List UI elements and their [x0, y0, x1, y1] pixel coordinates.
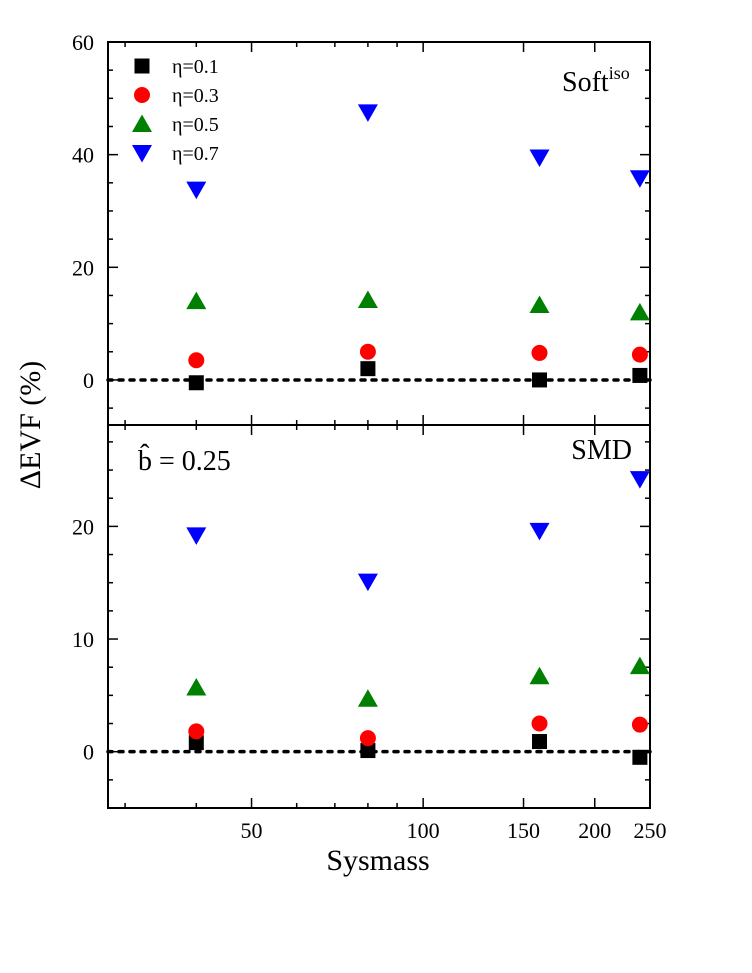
data-point — [629, 170, 650, 188]
data-point — [188, 352, 205, 369]
panels: 0204060Softisoη=0.1η=0.3η=0.5η=0.701020S… — [72, 30, 667, 843]
x-tick-label: 150 — [507, 818, 540, 843]
legend: η=0.1 η=0.3 η=0.5 η=0.7 — [132, 56, 219, 165]
annotation-text: Soft — [562, 67, 609, 98]
panel-smd: 0 10 20 SMD b̂ = 0.25 — [72, 424, 652, 809]
legend-label: η=0.3 — [172, 85, 219, 107]
x-tick-label: 50 — [241, 818, 263, 843]
data-point — [357, 104, 378, 122]
y-axis-label: ΔEVF (%) — [14, 361, 47, 489]
y-tick-label: 10 — [72, 627, 94, 652]
data-point — [531, 715, 548, 732]
data-point — [632, 367, 648, 383]
data-point — [188, 375, 204, 391]
data-point — [188, 723, 205, 740]
series-circle — [188, 343, 648, 369]
data-point — [631, 716, 648, 733]
data-point — [188, 735, 204, 751]
data-point — [357, 290, 378, 308]
data-point — [186, 181, 207, 200]
data-point — [186, 677, 207, 696]
plot-frame — [107, 424, 651, 809]
series-triangle-up — [186, 656, 650, 707]
x-tick-label: 100 — [407, 818, 440, 843]
legend-marker — [132, 145, 152, 163]
data-point — [532, 372, 548, 388]
data-point — [629, 471, 650, 489]
annotation-superscript: iso — [609, 63, 630, 83]
data-point — [532, 734, 548, 750]
x-tick-label: 200 — [578, 818, 611, 843]
data-point — [529, 666, 550, 685]
series-triangle-down — [186, 471, 650, 592]
series-circle — [188, 715, 648, 747]
panel-annotation-smd: SMD — [571, 435, 632, 466]
y-tick-label: 20 — [72, 514, 94, 539]
parameter-label: b̂ = 0.25 — [138, 444, 231, 477]
data-point — [529, 149, 550, 167]
panel-annotation-soft: Softiso — [562, 63, 630, 98]
data-point — [360, 361, 376, 377]
data-point — [531, 344, 548, 361]
data-point — [629, 302, 650, 321]
y-tick-label: 40 — [72, 143, 94, 168]
data-point — [357, 689, 378, 707]
legend-label: η=0.5 — [172, 114, 219, 136]
series-triangle-down — [186, 104, 650, 200]
data-point — [360, 743, 376, 759]
data-point — [629, 656, 650, 675]
data-point — [359, 343, 376, 360]
y-tick-label: 0 — [83, 740, 94, 765]
series-square — [188, 361, 648, 391]
series-triangle-up — [186, 290, 650, 321]
legend-marker — [132, 114, 152, 132]
x-axis-label: Sysmass — [326, 844, 429, 877]
series-square — [188, 734, 648, 765]
y-tick-label: 20 — [72, 255, 94, 280]
legend-marker — [134, 87, 150, 103]
data-point — [359, 730, 376, 747]
legend-label: η=0.7 — [172, 143, 219, 165]
data-point — [632, 749, 648, 765]
y-tick-label: 0 — [83, 368, 94, 393]
data-point — [186, 291, 207, 310]
legend-marker — [134, 58, 150, 74]
data-point — [357, 573, 378, 592]
x-tick-label: 250 — [634, 818, 667, 843]
data-point — [529, 522, 550, 541]
data-point — [186, 527, 207, 545]
legend-label: η=0.1 — [172, 56, 219, 78]
data-point — [631, 346, 648, 363]
data-point — [529, 295, 550, 314]
y-tick-label: 60 — [72, 30, 94, 55]
